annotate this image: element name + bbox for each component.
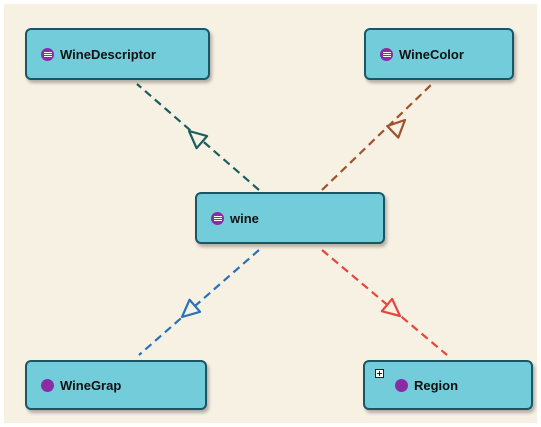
expand-icon[interactable] <box>375 369 384 378</box>
edges-layer <box>136 83 448 356</box>
open-arrowhead-icon <box>386 118 407 139</box>
node-wine[interactable]: wine <box>195 192 385 244</box>
enumeration-icon <box>211 211 224 225</box>
class-icon <box>395 378 408 392</box>
open-arrowhead-icon <box>187 129 209 150</box>
node-label: Region <box>414 377 459 393</box>
node-label: WineGrap <box>60 377 122 393</box>
realization-edge-winecolor <box>321 83 433 191</box>
open-arrowhead-icon <box>380 297 402 318</box>
realization-edge-region <box>321 249 448 356</box>
node-wine-grap[interactable]: WineGrap <box>25 360 207 410</box>
open-arrowhead-icon <box>180 298 202 319</box>
realization-edge-winegrap <box>138 249 260 356</box>
enumeration-icon <box>41 47 54 61</box>
class-icon <box>41 378 54 392</box>
node-wine-color[interactable]: WineColor <box>364 28 514 80</box>
node-label: WineColor <box>399 46 464 62</box>
diagram-canvas: WineDescriptor WineColor wine WineGrap R… <box>4 4 537 423</box>
node-wine-descriptor[interactable]: WineDescriptor <box>25 28 210 80</box>
node-region[interactable]: Region <box>363 360 533 410</box>
node-label: WineDescriptor <box>60 46 156 62</box>
enumeration-icon <box>380 47 393 61</box>
node-label: wine <box>230 210 259 226</box>
